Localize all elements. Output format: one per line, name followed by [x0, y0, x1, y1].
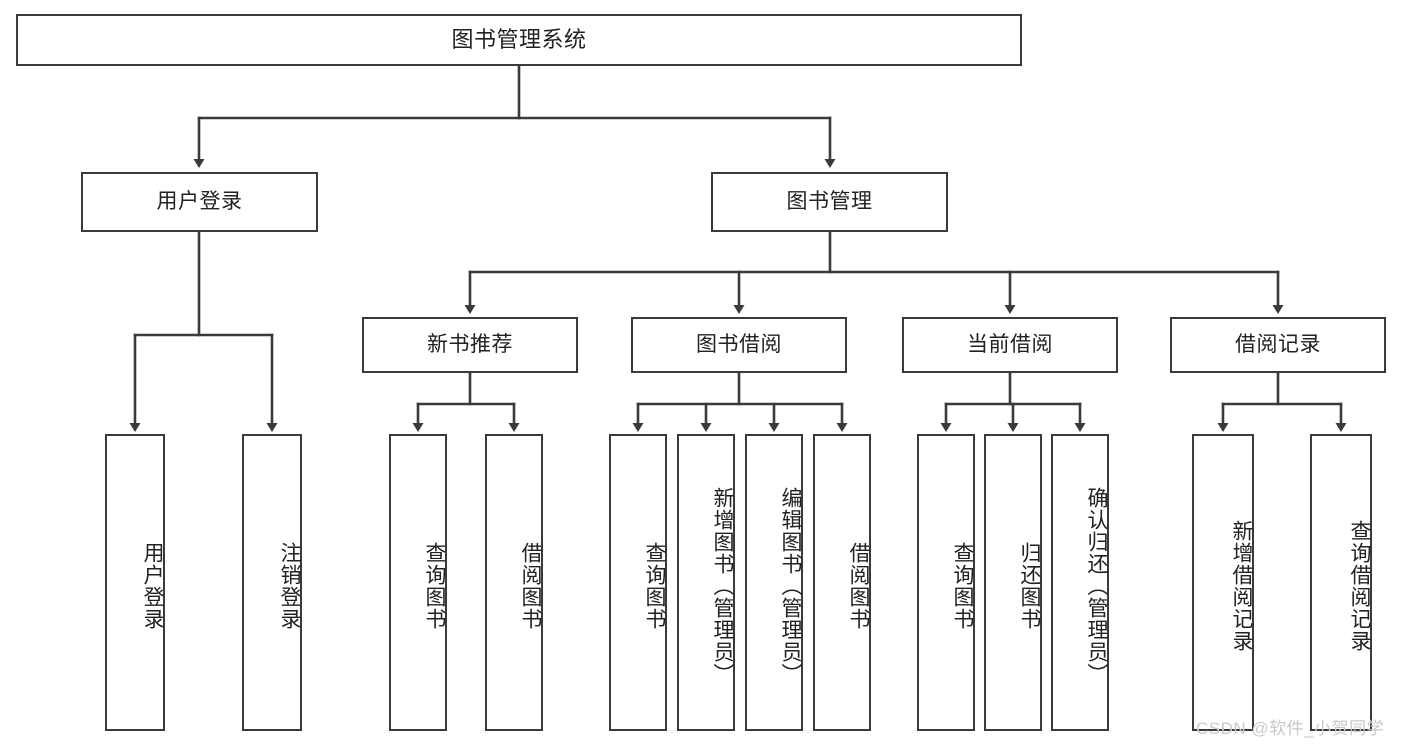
node-label: 图书管理系统	[451, 26, 587, 52]
leaf-current-confirm-return-admin[interactable]: 确认归还（管理员）	[1051, 434, 1109, 731]
node-borrow-record[interactable]: 借阅记录	[1170, 317, 1386, 373]
node-label: 当前借阅	[967, 333, 1053, 357]
leaf-user-login-login[interactable]: 用户登录	[105, 434, 165, 731]
leaf-borrow-add-book-admin[interactable]: 新增图书（管理员）	[677, 434, 735, 731]
node-book-management[interactable]: 图书管理	[711, 172, 948, 232]
node-label: 用户登录	[141, 541, 164, 630]
node-label: 查询借阅记录	[1348, 519, 1371, 652]
node-label: 借阅图书	[519, 541, 542, 630]
leaf-record-add-borrow-record[interactable]: 新增借阅记录	[1192, 434, 1254, 731]
leaf-user-login-logout[interactable]: 注销登录	[242, 434, 302, 731]
node-label: 查询图书	[423, 541, 446, 630]
node-label: 查询图书	[951, 541, 974, 630]
leaf-current-return-book[interactable]: 归还图书	[984, 434, 1042, 731]
node-label: 新书推荐	[427, 333, 513, 357]
node-label: 借阅图书	[847, 541, 870, 630]
leaf-current-query-book[interactable]: 查询图书	[917, 434, 975, 731]
leaf-borrow-query-book[interactable]: 查询图书	[609, 434, 667, 731]
node-label: 用户登录	[156, 190, 243, 214]
leaf-record-query-borrow-record[interactable]: 查询借阅记录	[1310, 434, 1372, 731]
watermark-text: CSDN @软件_小贺同学	[1196, 719, 1385, 738]
node-book-borrow[interactable]: 图书借阅	[631, 317, 847, 373]
node-user-login[interactable]: 用户登录	[81, 172, 318, 232]
node-label: 注销登录	[278, 541, 301, 630]
node-new-book-recommend[interactable]: 新书推荐	[362, 317, 578, 373]
node-label: 新增图书（管理员）	[711, 486, 734, 685]
node-label: 借阅记录	[1235, 333, 1321, 357]
node-label: 归还图书	[1018, 541, 1041, 630]
leaf-borrow-borrow-book[interactable]: 借阅图书	[813, 434, 871, 731]
csdn-watermark: CSDN @软件_小贺同学	[1196, 714, 1384, 739]
node-label: 新增借阅记录	[1230, 519, 1253, 652]
leaf-new-book-borrow[interactable]: 借阅图书	[485, 434, 543, 731]
node-label: 查询图书	[643, 541, 666, 630]
node-label: 编辑图书（管理员）	[779, 486, 802, 685]
node-root-book-management-system[interactable]: 图书管理系统	[16, 14, 1022, 66]
node-label: 确认归还（管理员）	[1085, 486, 1108, 685]
leaf-new-book-query[interactable]: 查询图书	[389, 434, 447, 731]
node-label: 图书借阅	[696, 333, 782, 357]
leaf-borrow-edit-book-admin[interactable]: 编辑图书（管理员）	[745, 434, 803, 731]
node-label: 图书管理	[786, 190, 873, 214]
node-current-borrow[interactable]: 当前借阅	[902, 317, 1118, 373]
